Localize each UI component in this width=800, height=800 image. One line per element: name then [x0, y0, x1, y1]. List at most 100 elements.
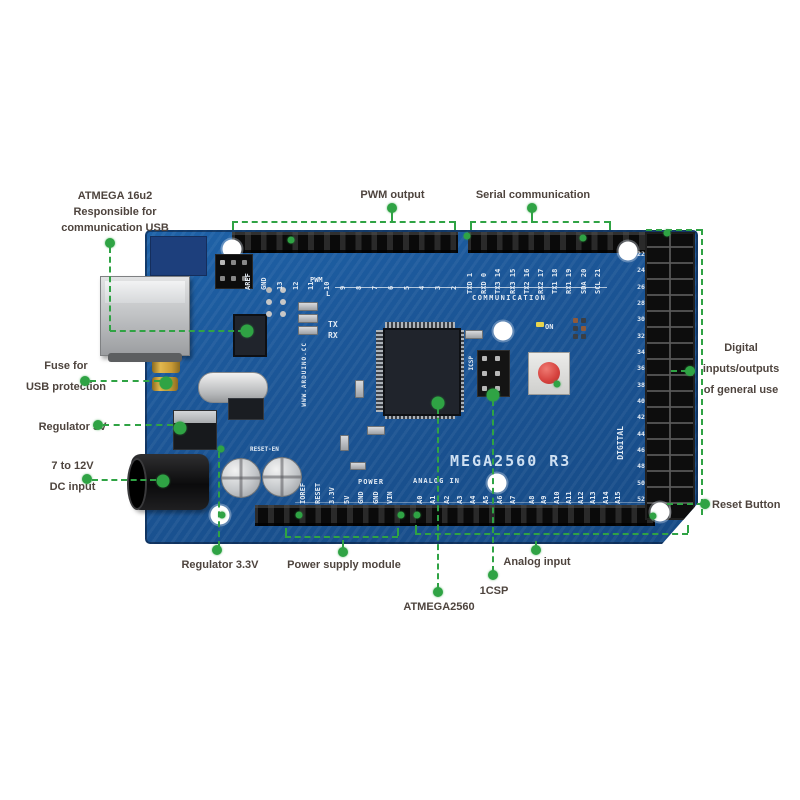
pointer-dot — [463, 232, 471, 240]
label-pwm-output: PWM output — [360, 189, 425, 201]
smd-cluster — [573, 318, 578, 323]
silk-communication: COMMUNICATION — [472, 294, 547, 302]
pin-label: 2 — [450, 285, 459, 290]
pointer-line — [437, 408, 439, 589]
mounting-hole — [222, 239, 242, 259]
label-analog-input: Analog input — [503, 556, 571, 568]
label-line: Fuse for — [44, 360, 88, 372]
label-serial-communication: Serial communication — [475, 189, 591, 201]
pointer-line — [535, 541, 537, 548]
pointer-bracket-tick — [454, 221, 456, 230]
pointer-dot — [397, 511, 405, 519]
pin-label: 30 — [637, 315, 645, 324]
pin-label: GND — [357, 491, 366, 504]
pointer-dot — [433, 587, 443, 597]
silk-line — [335, 287, 607, 288]
smd-component — [355, 380, 364, 398]
pointer-bracket — [232, 221, 455, 223]
pointer-dot — [156, 474, 170, 488]
pin-label: A7 — [508, 495, 517, 504]
board-title: MEGA2560 R3 — [450, 452, 572, 470]
label-line: inputs/outputs — [702, 363, 780, 375]
pointer-dot — [649, 512, 657, 520]
pointer-dot — [338, 547, 348, 557]
pin-label: 50 — [637, 478, 645, 487]
silk-icsp: ICSP — [468, 356, 475, 371]
silk-www-arduino: WWW.ARDUINO.CC — [301, 342, 308, 407]
pointer-bracket — [470, 221, 610, 223]
smd-component — [340, 435, 349, 451]
pin-label: A5 — [482, 495, 491, 504]
icsp1-pads — [266, 287, 272, 293]
pointer-bracket-tick — [397, 528, 399, 536]
dc-power-jack — [127, 454, 209, 510]
pin-label: 24 — [637, 266, 645, 275]
shield-connector-block — [150, 236, 207, 276]
pointer-dot — [173, 421, 187, 435]
label-icsp: 1CSP — [479, 585, 509, 597]
smd-component — [298, 326, 318, 335]
pointer-line — [109, 247, 111, 331]
jumper-pins — [220, 260, 225, 265]
silk-on: ON — [545, 323, 554, 331]
pin-label: A11 — [564, 491, 573, 504]
label-line: ATMEGA 16u2 — [77, 190, 153, 202]
pin-label: 7 — [370, 285, 379, 290]
jumper-header-block — [215, 254, 253, 289]
silk-rx: RX — [328, 331, 338, 340]
pin-label: 4 — [418, 285, 427, 290]
pointer-dot — [105, 238, 115, 248]
usb-shadow — [108, 353, 182, 362]
pointer-bracket-tick — [470, 221, 472, 230]
pointer-dot — [486, 388, 500, 402]
pin-label: TXD 1 — [466, 272, 474, 294]
dc-jack-opening — [127, 458, 147, 510]
pin-label: 44 — [637, 429, 645, 438]
pin-label: A10 — [552, 491, 561, 504]
pin-label: RX3 15 — [508, 268, 517, 294]
pin-label: A14 — [601, 491, 610, 504]
pin-label: RX1 19 — [565, 268, 574, 294]
pin-label: SCL 21 — [593, 268, 602, 294]
reset-button-cap — [538, 362, 560, 384]
pin-label: A13 — [589, 491, 598, 504]
pin-label: A0 — [416, 495, 424, 504]
pin-label: 38 — [637, 380, 645, 389]
silk-analog-in: ANALOG IN — [413, 477, 460, 485]
pin-label: AREF — [244, 273, 252, 290]
pointer-dot — [553, 380, 561, 388]
pin-header-bottom — [255, 505, 655, 526]
pointer-dot — [217, 445, 225, 453]
label-atmega2560: ATMEGA2560 — [403, 601, 475, 613]
label-line: communication USB — [61, 222, 169, 234]
pin-label: A3 — [455, 495, 464, 504]
label-line: DC input — [49, 481, 96, 493]
pin-label: 10 — [323, 281, 332, 290]
pointer-bracket — [285, 536, 398, 538]
label-line: of general use — [703, 384, 779, 396]
smd-component — [367, 426, 385, 435]
pointer-dot — [218, 511, 226, 519]
label-line: 7 to 12V — [51, 460, 94, 472]
pointer-line — [218, 452, 220, 547]
pin-label: 22 — [637, 250, 645, 258]
pointer-line — [667, 503, 703, 505]
pin-label: A6 — [495, 495, 504, 504]
pointer-dot — [413, 511, 421, 519]
pin-label: RESET — [313, 482, 322, 504]
pin-label: 3 — [434, 285, 443, 290]
icsp-pins — [482, 356, 487, 361]
regulator-heatsink-tab — [174, 411, 216, 423]
mcu-pins-left — [376, 330, 383, 412]
label-line: Digital — [724, 342, 758, 354]
pin-header-top-serial — [468, 232, 645, 253]
pointer-bracket-tick — [285, 528, 287, 536]
pin-label: TX3 14 — [494, 268, 503, 294]
pcb-board: PWM L TX RX JP5 WWW.ARDUINO.CC COMMUNICA… — [145, 230, 698, 544]
pointer-line — [90, 380, 160, 382]
pin-header-right-digital — [645, 232, 695, 520]
pointer-dot — [295, 511, 303, 519]
